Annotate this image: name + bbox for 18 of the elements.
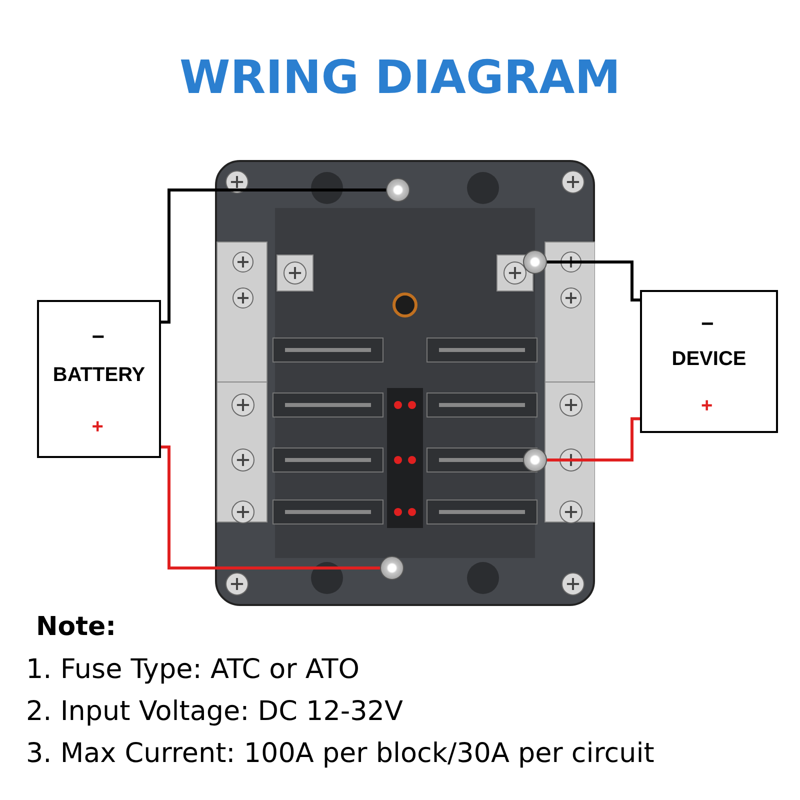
wire	[161, 188, 386, 324]
minus-sign: −	[700, 311, 714, 338]
wire	[547, 260, 640, 302]
minus-sign: −	[92, 324, 105, 350]
wire	[547, 417, 640, 462]
box-label: DEVICE	[670, 348, 748, 371]
box-label: BATTERY	[52, 364, 146, 387]
title: WRING DIAGRAM	[178, 50, 622, 104]
device-box	[640, 290, 778, 433]
note-text: 1. Fuse Type: ATC or ATO	[26, 654, 360, 685]
fuse-block-drawing	[215, 160, 595, 606]
note-heading: Note:	[36, 612, 116, 642]
plus-sign: +	[92, 416, 104, 439]
note-text: 2. Input Voltage: DC 12-32V	[26, 696, 403, 727]
wire	[161, 445, 380, 570]
battery-box	[37, 300, 161, 458]
note-text: 3. Max Current: 100A per block/30A per circuit	[26, 738, 654, 769]
plus-sign: +	[700, 394, 713, 418]
